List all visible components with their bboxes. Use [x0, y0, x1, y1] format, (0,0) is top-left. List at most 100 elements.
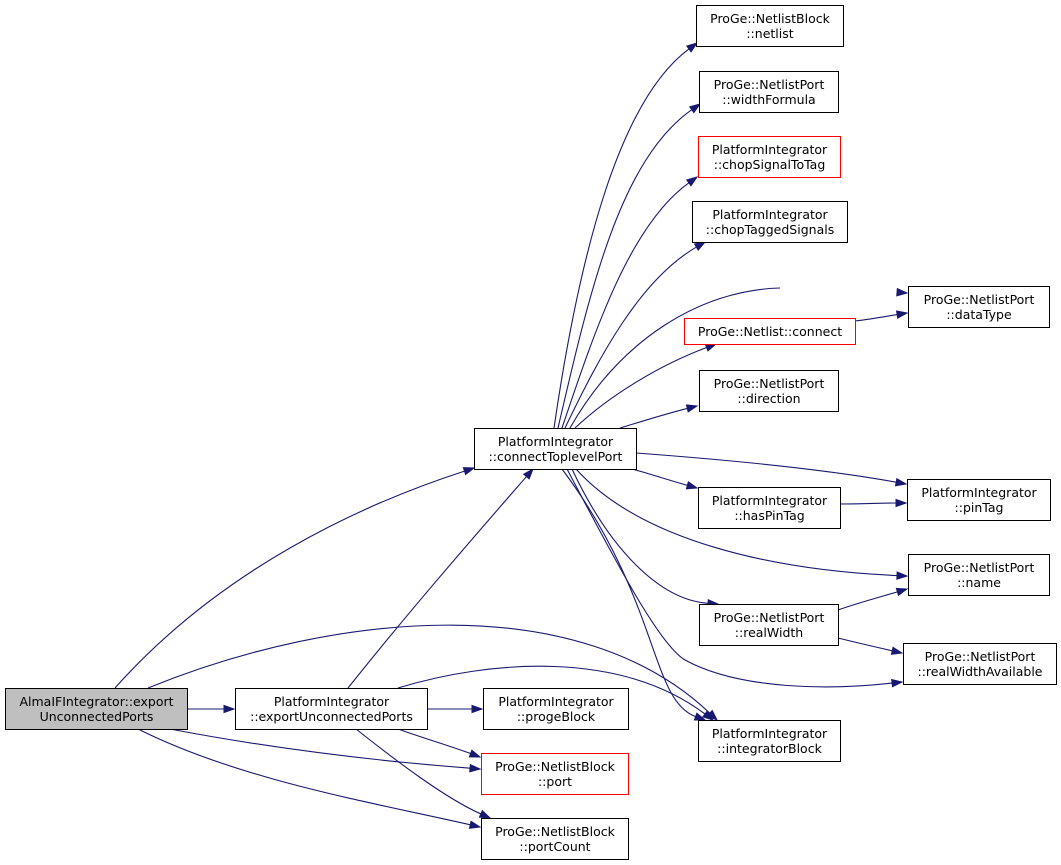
node-label-line: ProGe::NetlistPort	[714, 610, 825, 625]
edge-exportUnconnectedPorts-to-progeBlock	[427, 704, 484, 714]
arrowhead-icon	[468, 749, 482, 758]
edge-line	[839, 502, 897, 505]
arrowhead-icon	[894, 477, 908, 487]
node-hasPinTag[interactable]: PlatformIntegrator::hasPinTag	[698, 487, 841, 529]
arrowhead-icon	[693, 712, 707, 721]
arrowhead-icon	[890, 646, 904, 655]
edge-line	[557, 109, 693, 429]
node-box	[5, 688, 188, 730]
node-chopSignalToTag[interactable]: PlatformIntegrator::chopSignalToTag	[698, 136, 841, 178]
node-label-line: ProGe::NetlistBlock	[495, 824, 616, 839]
node-root[interactable]: AlmaIFIntegrator::exportUnconnectedPorts	[5, 688, 188, 730]
edge-line	[561, 182, 690, 429]
node-label-line: PlatformIntegrator	[712, 726, 828, 741]
node-label-line: ::widthFormula	[722, 92, 815, 107]
node-widthFormula[interactable]: ProGe::NetlistPort::widthFormula	[699, 71, 839, 113]
node-label-line: ::port	[538, 774, 572, 789]
node-box	[698, 720, 841, 762]
node-label-line: ::pinTag	[955, 500, 1004, 515]
edge-line	[147, 624, 711, 714]
node-realWidth[interactable]: ProGe::NetlistPort::realWidth	[699, 604, 839, 646]
edge-connectToplevelPort-to-pinTag	[635, 452, 908, 487]
node-label-line: ::portCount	[519, 839, 590, 854]
node-label-line: ProGe::NetlistPort	[925, 649, 1036, 664]
node-realWidthAvailable[interactable]: ProGe::NetlistPort::realWidthAvailable	[903, 643, 1057, 685]
edge-line	[571, 468, 709, 604]
node-box	[698, 487, 841, 529]
edge-line	[837, 637, 893, 652]
arrowhead-icon	[702, 710, 715, 721]
edge-line	[114, 470, 465, 689]
arrowhead-icon	[891, 678, 904, 688]
arrowhead-icon	[895, 498, 908, 508]
node-label-line: ::exportUnconnectedPorts	[250, 709, 413, 724]
arrowhead-icon	[685, 176, 699, 187]
edge-line	[397, 728, 471, 755]
node-port[interactable]: ProGe::NetlistBlock::port	[481, 753, 629, 795]
edge-root-to-portCount	[137, 728, 482, 829]
arrowhead-icon	[478, 809, 492, 819]
node-label-line: ProGe::NetlistBlock	[710, 11, 831, 26]
node-label-line: ::integratorBlock	[717, 741, 822, 756]
edge-root-to-exportUnconnectedPorts	[187, 704, 236, 714]
node-box	[696, 5, 844, 47]
edge-connectToplevelPort-to-direction	[619, 404, 699, 429]
edge-line	[635, 452, 897, 483]
node-box	[907, 479, 1051, 521]
node-box	[699, 370, 839, 412]
arrowhead-icon	[895, 310, 909, 319]
node-label-line: PlatformIntegrator	[921, 485, 1037, 500]
node-chopTaggedSignals[interactable]: PlatformIntegrator::chopTaggedSignals	[692, 201, 848, 243]
edge-realWidth-to-realWidthAvailable	[837, 637, 904, 655]
node-name[interactable]: ProGe::NetlistPort::name	[908, 554, 1050, 596]
node-netlist[interactable]: ProGe::NetlistBlock::netlist	[696, 5, 844, 47]
node-label-line: ::name	[957, 575, 1001, 590]
node-progeBlock[interactable]: PlatformIntegrator::progeBlock	[483, 688, 629, 730]
node-label-line: ::hasPinTag	[734, 508, 804, 523]
arrowhead-icon	[685, 42, 699, 53]
node-box	[698, 136, 841, 178]
node-layer: AlmaIFIntegrator::exportUnconnectedPorts…	[5, 5, 1057, 860]
arrowhead-icon	[693, 241, 707, 252]
node-direction[interactable]: ProGe::NetlistPort::direction	[699, 370, 839, 412]
edge-line	[564, 246, 697, 429]
arrowhead-icon	[223, 704, 236, 714]
node-label-line: ProGe::NetlistBlock	[495, 759, 616, 774]
edge-connectToplevelPort-to-connect	[574, 343, 718, 429]
arrowhead-icon	[685, 481, 699, 490]
node-connectToplevelPort[interactable]: PlatformIntegrator::connectToplevelPort	[474, 428, 637, 470]
arrowhead-icon	[471, 704, 484, 714]
edge-connectToplevelPort-to-chopSignalToTag	[561, 176, 699, 429]
node-integratorBlock[interactable]: PlatformIntegrator::integratorBlock	[698, 720, 841, 762]
node-label-line: ProGe::NetlistPort	[924, 560, 1035, 575]
node-box	[483, 688, 629, 730]
arrowhead-icon	[896, 287, 909, 297]
arrowhead-icon	[468, 820, 482, 829]
edge-connectToplevelPort-to-netlist	[553, 42, 699, 429]
edge-line	[137, 728, 471, 826]
edge-layer	[114, 42, 909, 829]
edge-connectToplevelPort-to-widthFormula	[557, 103, 702, 429]
node-dataType[interactable]: ProGe::NetlistPort::dataType	[908, 286, 1050, 328]
node-connect[interactable]: ProGe::Netlist::connect	[684, 318, 856, 345]
node-pinTag[interactable]: PlatformIntegrator::pinTag	[907, 479, 1051, 521]
node-label-line: ::progeBlock	[517, 709, 596, 724]
node-exportUnconnectedPorts[interactable]: PlatformIntegrator::exportUnconnectedPor…	[235, 688, 428, 730]
edge-connectToplevelPort-to-dataType	[569, 287, 909, 429]
node-box	[699, 604, 839, 646]
edge-root-to-port	[169, 728, 482, 773]
node-box	[903, 643, 1057, 685]
edge-line	[397, 665, 706, 715]
node-label-line: ::dataType	[946, 307, 1012, 322]
edge-connectToplevelPort-to-realWidth	[571, 468, 720, 608]
node-box	[908, 286, 1050, 328]
edge-line	[553, 48, 690, 429]
node-box	[235, 688, 428, 730]
node-label-line: UnconnectedPorts	[40, 709, 154, 724]
edge-exportUnconnectedPorts-to-port	[397, 728, 482, 758]
node-label-line: PlatformIntegrator	[274, 694, 390, 709]
arrowhead-icon	[462, 467, 476, 476]
node-label-line: PlatformIntegrator	[498, 434, 614, 449]
node-portCount[interactable]: ProGe::NetlistBlock::portCount	[481, 818, 629, 860]
